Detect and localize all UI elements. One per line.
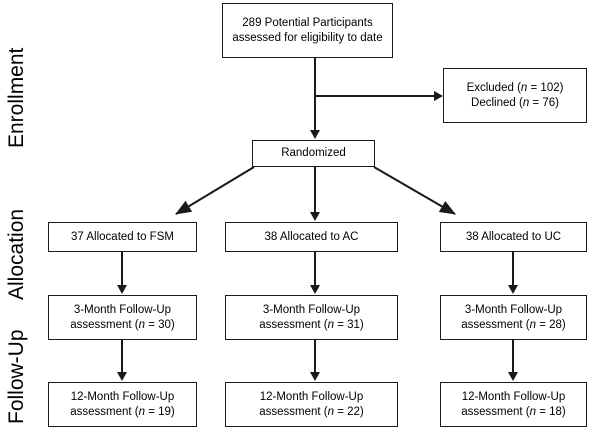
node-assessed-for-eligibility: 289 Potential Participants assessed for … xyxy=(222,3,393,58)
m3-fsm-value: = 30) xyxy=(145,318,175,331)
stage-label-enrollment: Enrollment xyxy=(5,47,28,148)
m3-ac-line-1: 3-Month Follow-Up xyxy=(262,303,361,316)
arrowhead-into-fsm-m3 xyxy=(117,285,127,294)
excluded-line: Excluded (n = 102) xyxy=(467,81,564,96)
allocated-ac-label: 38 Allocated to AC xyxy=(264,230,359,243)
m3-uc-line-1: 3-Month Follow-Up xyxy=(464,303,563,316)
randomized-label: Randomized xyxy=(281,147,346,159)
m3-uc-line-2: assessment (n = 28) xyxy=(461,318,566,333)
m12-fsm-line-1: 12-Month Follow-Up xyxy=(70,390,175,403)
arrowhead-into-uc-m12 xyxy=(508,372,518,381)
node-m3-fsm: 3-Month Follow-Up assessment (n = 30) xyxy=(48,295,197,340)
m3-uc-n-symbol: n xyxy=(529,318,537,331)
m12-ac-prefix: assessment ( xyxy=(259,405,328,418)
m3-uc-value: = 28) xyxy=(536,318,566,331)
arrowhead-into-ac-m12 xyxy=(310,372,320,381)
node-m3-ac: 3-Month Follow-Up assessment (n = 31) xyxy=(225,295,398,340)
m12-uc-value: = 18) xyxy=(536,405,566,418)
m3-ac-prefix: assessment ( xyxy=(259,318,328,331)
m3-fsm-prefix: assessment ( xyxy=(70,318,139,331)
excluded-label: Excluded ( xyxy=(466,81,521,94)
m3-fsm-line-1: 3-Month Follow-Up xyxy=(73,303,172,316)
connector-ac-allocated-to-m3 xyxy=(314,252,316,286)
arrowhead-into-ac-allocated xyxy=(310,212,320,221)
m12-uc-n-symbol: n xyxy=(529,405,537,418)
m3-uc-prefix: assessment ( xyxy=(461,318,530,331)
arrowhead-into-ac-m3 xyxy=(310,285,320,294)
node-allocated-fsm: 37 Allocated to FSM xyxy=(48,222,197,252)
declined-value: = 76) xyxy=(529,96,559,109)
node-excluded-declined: Excluded (n = 102) Declined (n = 76) xyxy=(443,68,587,123)
connector-ac-m3-to-m12 xyxy=(314,340,316,373)
declined-label: Declined ( xyxy=(471,96,523,109)
arrowhead-into-excluded xyxy=(434,91,443,101)
stage-label-followup: Follow-Up xyxy=(5,329,28,424)
allocated-fsm-label: 37 Allocated to FSM xyxy=(71,230,174,243)
connector-fsm-allocated-to-m3 xyxy=(121,252,123,286)
m12-ac-line-1: 12-Month Follow-Up xyxy=(259,390,364,403)
node-m12-fsm: 12-Month Follow-Up assessment (n = 19) xyxy=(48,382,197,427)
node-m3-uc: 3-Month Follow-Up assessment (n = 28) xyxy=(440,295,587,340)
m12-uc-line-2: assessment (n = 18) xyxy=(461,405,566,420)
node-m12-ac: 12-Month Follow-Up assessment (n = 22) xyxy=(225,382,398,427)
connector-uc-allocated-to-m3 xyxy=(512,252,514,286)
node-allocated-uc: 38 Allocated to UC xyxy=(440,222,587,252)
excluded-n-symbol: n xyxy=(520,81,528,94)
m3-ac-value: = 31) xyxy=(334,318,364,331)
m12-fsm-prefix: assessment ( xyxy=(70,405,139,418)
m3-ac-n-symbol: n xyxy=(327,318,335,331)
arrowhead-into-fsm-m12 xyxy=(117,372,127,381)
m3-fsm-n-symbol: n xyxy=(138,318,146,331)
m12-fsm-line-2: assessment (n = 19) xyxy=(70,405,175,420)
connector-assessed-to-randomized xyxy=(314,58,316,131)
connector-uc-m3-to-m12 xyxy=(512,340,514,373)
arrowhead-into-randomized xyxy=(310,130,320,139)
connector-randomized-to-ac xyxy=(314,167,316,213)
assessed-line-1: 289 Potential Participants xyxy=(242,16,373,29)
m12-uc-prefix: assessment ( xyxy=(461,405,530,418)
declined-n-symbol: n xyxy=(522,96,530,109)
m3-fsm-line-2: assessment (n = 30) xyxy=(70,318,175,333)
stage-label-allocation: Allocation xyxy=(5,208,28,300)
m3-ac-line-2: assessment (n = 31) xyxy=(259,318,364,333)
m12-ac-value: = 22) xyxy=(334,405,364,418)
excluded-value: = 102) xyxy=(527,81,564,94)
m12-ac-n-symbol: n xyxy=(327,405,335,418)
declined-line: Declined (n = 76) xyxy=(471,96,559,111)
node-randomized: Randomized xyxy=(252,140,375,167)
m12-uc-line-1: 12-Month Follow-Up xyxy=(461,390,566,403)
allocated-uc-label: 38 Allocated to UC xyxy=(465,230,562,243)
connector-fsm-m3-to-m12 xyxy=(121,340,123,373)
arrowhead-into-uc-m3 xyxy=(508,285,518,294)
m12-fsm-n-symbol: n xyxy=(138,405,146,418)
m12-fsm-value: = 19) xyxy=(145,405,175,418)
m12-ac-line-2: assessment (n = 22) xyxy=(259,405,364,420)
node-allocated-ac: 38 Allocated to AC xyxy=(225,222,398,252)
node-m12-uc: 12-Month Follow-Up assessment (n = 18) xyxy=(440,382,587,427)
assessed-line-2: assessed for eligibility to date xyxy=(232,31,383,44)
connector-to-excluded xyxy=(314,95,435,97)
